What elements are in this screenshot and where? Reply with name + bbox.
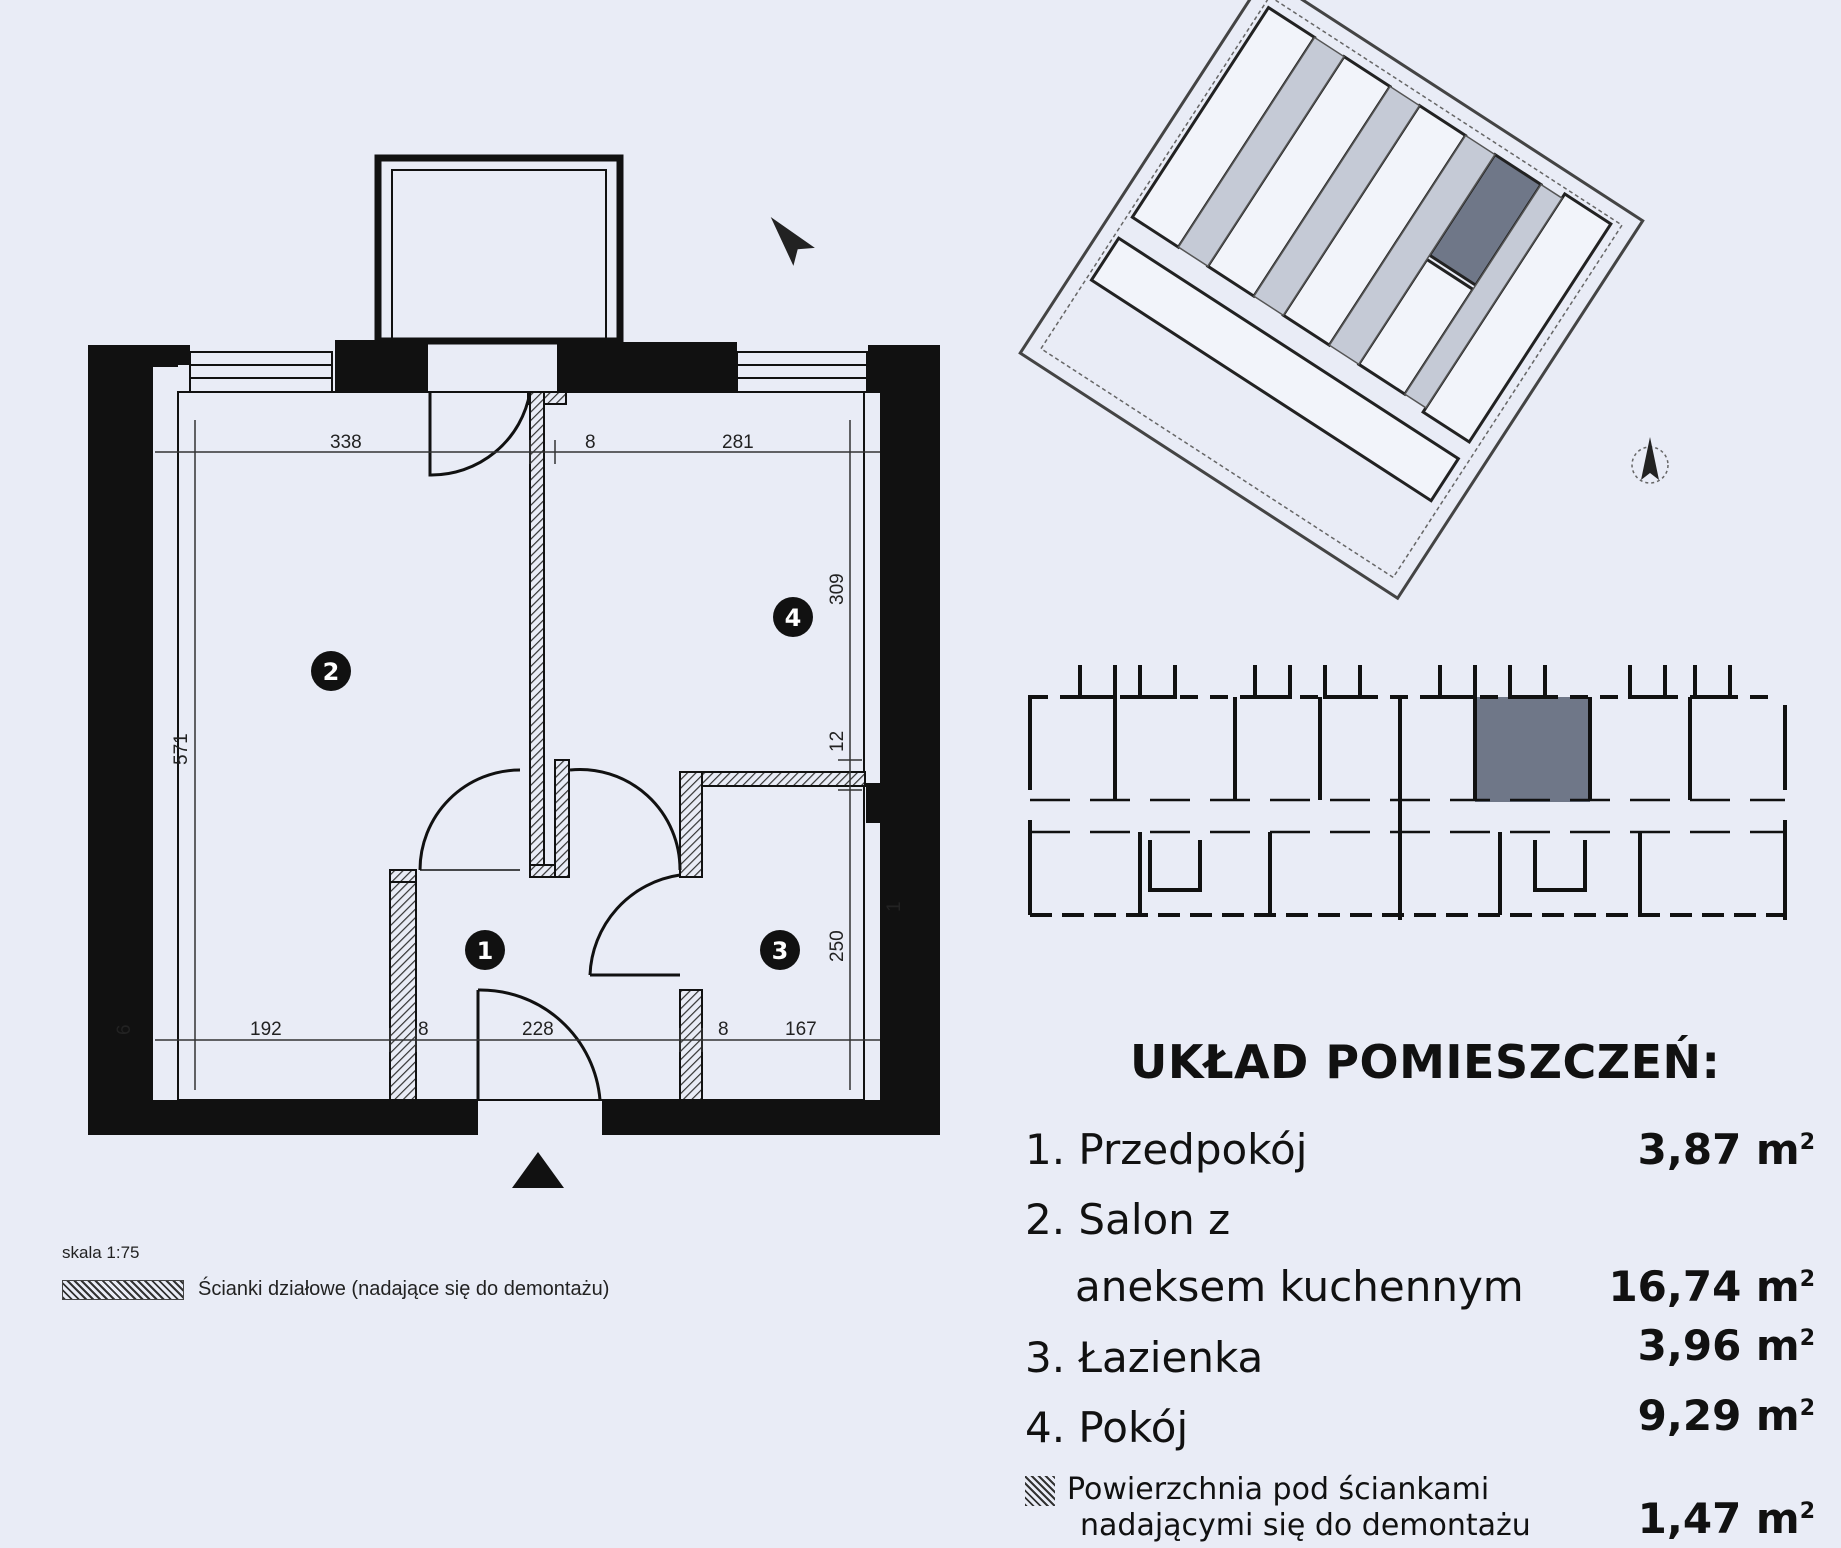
dim-bottom-wall-a: 8 [418,1019,429,1040]
dimension-labels: 338 8 281 571 309 12 250 1 6 192 8 228 8… [114,432,905,1040]
room-row-removable: Powierzchnia pod ściankami nadającymi si… [1025,1472,1815,1544]
room-badge-4: 4 [773,597,813,637]
room-row-2: 2. Salon z [1025,1195,1815,1244]
balcony [374,154,624,345]
dim-top-left: 338 [330,432,362,453]
outer-walls [88,340,940,1135]
inner-outline [177,391,865,1101]
room-row-1: 1. Przedpokój 3,87 m2 [1025,1125,1815,1174]
room-badge-1: 1 [465,930,505,970]
site-plan [1018,0,1645,601]
dimension-lines [155,420,880,1090]
room-area: 3,96 m2 [1637,1321,1815,1370]
building-key-plan [1028,665,1787,920]
dim-left-small: 6 [114,1024,135,1035]
room-area: 3,87 m2 [1637,1125,1815,1174]
dim-bottom-left: 192 [250,1019,282,1040]
windows [189,351,868,393]
partition-walls [389,391,866,1101]
room-area: 1,47 m2 [1637,1494,1815,1543]
dim-left-height: 571 [171,733,192,765]
room-area: 9,29 m2 [1637,1391,1815,1440]
room-name: 4. Pokój [1025,1403,1189,1452]
room-name: 2. Salon z [1025,1195,1231,1244]
room-row-4: 4. Pokój 9,29 m2 [1025,1391,1815,1452]
scale-label: skala 1:75 [62,1243,140,1262]
room-name: 1. Przedpokój [1025,1125,1308,1174]
hatch-small-icon [1025,1475,1055,1506]
dim-right-gap: 12 [827,731,848,752]
dim-bottom-middle: 228 [522,1019,554,1040]
entrance-triangle-icon [512,1152,564,1188]
room-area: 16,74 m2 [1608,1262,1815,1311]
dim-top-right: 281 [722,432,754,453]
dim-right-upper: 309 [827,573,848,605]
room-badges: 1 2 3 4 [311,597,813,970]
hatch-legend: Ścianki działowe (nadające się do demont… [62,1278,609,1301]
site-north-arrow-icon [1631,437,1669,484]
north-arrow-icon [770,217,815,266]
room-name: 3. Łazienka [1025,1333,1264,1382]
dim-right-lower: 250 [827,930,848,962]
doors [418,391,682,1101]
rooms-title: UKŁAD POMIESZCZEŃ: [1130,1035,1721,1089]
dim-right-small: 1 [884,901,905,912]
room-row-2b: aneksem kuchennym 16,74 m2 [1075,1262,1815,1311]
hatch-swatch [62,1279,184,1300]
svg-text:3: 3 [772,937,789,965]
room-badge-2: 2 [311,651,351,691]
room-row-3: 3. Łazienka 3,96 m2 [1025,1321,1815,1382]
hatch-legend-label: Ścianki działowe (nadające się do demont… [198,1278,610,1300]
svg-text:4: 4 [785,604,802,632]
room-name: aneksem kuchennym [1075,1262,1524,1311]
dim-bottom-right: 167 [785,1019,817,1040]
dim-top-wall: 8 [585,432,596,453]
room-badge-3: 3 [760,930,800,970]
svg-text:1: 1 [477,937,494,965]
svg-text:2: 2 [323,658,340,686]
dim-bottom-wall-b: 8 [718,1019,729,1040]
